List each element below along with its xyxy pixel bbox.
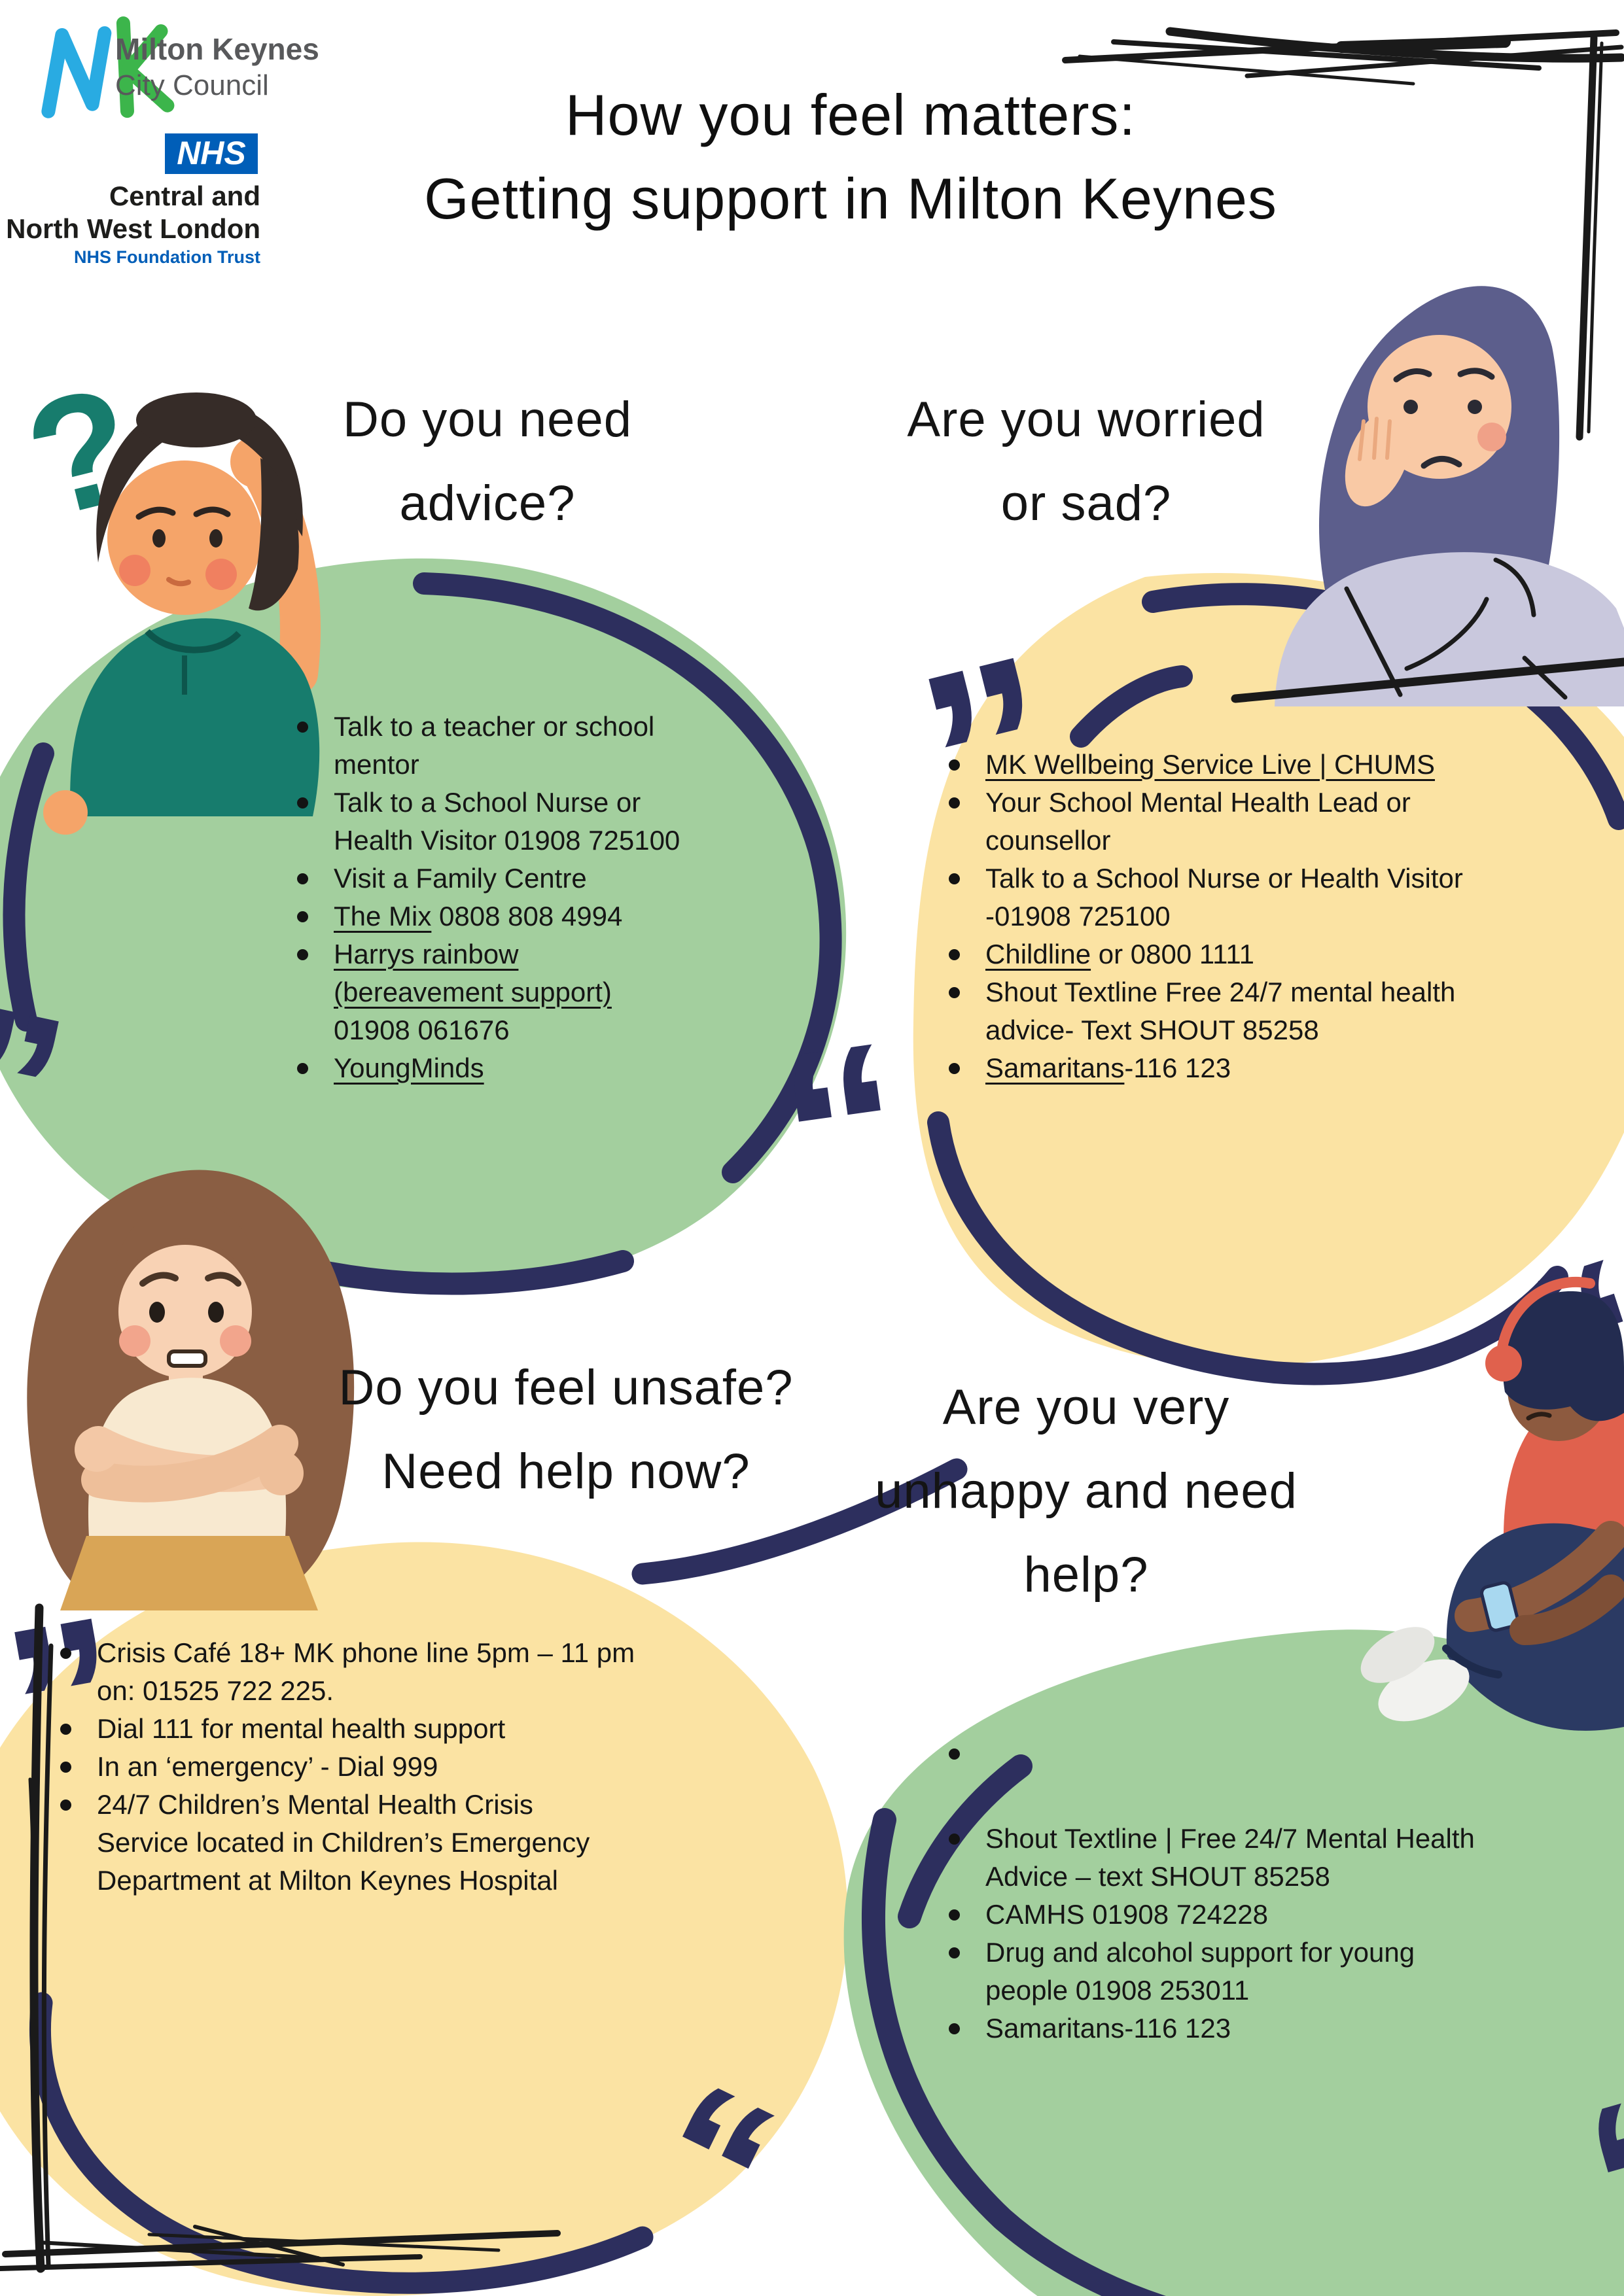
thinking-boy-illustration: ? [10,351,321,835]
link-text[interactable]: Childline [985,939,1091,969]
nhs-logo: NHS [165,133,258,174]
yellow-blob-unsafe [0,1458,968,2296]
list-text: Department at Milton Keynes Hospital [97,1865,558,1896]
heading-line: Do you feel unsafe? [338,1360,794,1416]
list-text: Shout Textline Free 24/7 mental health [985,977,1456,1007]
sketch-desk-line [1231,657,1624,703]
list-text: or 0800 1111 [1091,939,1254,969]
list-text: on: 01525 722 225. [97,1675,334,1706]
list-item [945,1735,1612,1773]
list-text: 01908 061676 [334,1015,510,1045]
heading-line: help? [1023,1547,1149,1603]
list-item: Samaritans-116 123 [945,1049,1624,1087]
list-text: -116 123 [1124,1052,1231,1083]
list-text: 24/7 Children’s Mental Health Crisis [97,1789,533,1820]
list-text: 0808 808 4994 [431,901,623,931]
list-text: Shout Textline | Free 24/7 Mental Health [985,1823,1475,1854]
section-unhappy-heading: Are you very unhappy and need help? [828,1366,1345,1617]
page-title: How you feel matters: Getting support in… [314,73,1387,241]
link-text[interactable]: YoungMinds [334,1052,484,1083]
heading-line: or sad? [1000,476,1172,531]
list-text: Visit a Family Centre [334,863,587,894]
list-text: Advice – text SHOUT 85258 [985,1861,1330,1892]
heading-line: Are you very [942,1380,1230,1435]
heading-line: Need help now? [381,1444,750,1499]
list-text: Your School Mental Health Lead or [985,787,1411,818]
section-worried-heading: Are you worried or sad? [841,378,1332,546]
sketch-line-right [1576,34,1604,441]
list-item: CAMHS 01908 724228 [945,1896,1612,1934]
list-text: counsellor [985,825,1111,856]
list-text: Drug and alcohol support for young [985,1937,1415,1968]
page-title-line2: Getting support in Milton Keynes [424,166,1277,231]
list-text: mentor [334,749,419,780]
list-item: Visit a Family Centre [293,860,790,897]
list-item: MK Wellbeing Service Live | CHUMS [945,746,1624,784]
list-text: Samaritans-116 123 [985,2013,1231,2044]
link-text[interactable]: (bereavement support) [334,977,612,1007]
list-item: Shout Textline | Free 24/7 Mental Health… [945,1820,1612,1896]
list-text: Service located in Children’s Emergency [97,1827,590,1858]
list-item: YoungMinds [293,1049,790,1087]
list-text: people 01908 253011 [985,1975,1250,2006]
list-text: Talk to a School Nurse or [334,787,641,818]
list-item: Your School Mental Health Lead or counsel… [945,784,1624,860]
link-text[interactable]: Harrys rainbow [334,939,519,969]
list-text: Health Visitor 01908 725100 [334,825,680,856]
list-text: -01908 725100 [985,901,1171,931]
list-item: Samaritans-116 123 [945,2009,1612,2047]
list-item: Drug and alcohol support for young people… [945,1934,1612,2009]
sketch-border-top-right [1062,27,1624,86]
council-logo-subtitle: City Council [115,69,269,101]
list-item: Crisis Café 18+ MK phone line 5pm – 11 p… [56,1634,802,1710]
green-blob-unhappy [843,1629,1624,2296]
list-item: The Mix 0808 808 4994 [293,897,790,935]
council-logo-name: Milton Keynes [115,32,319,66]
link-text[interactable]: The Mix [334,901,432,931]
list-text: advice- Text SHOUT 85258 [985,1015,1319,1045]
heading-line: advice? [399,476,576,531]
section-unsafe-heading: Do you feel unsafe? Need help now? [262,1346,870,1514]
page-title-line1: How you feel matters: [565,82,1136,147]
section-advice-heading: Do you need advice? [242,378,733,546]
list-text: Crisis Café 18+ MK phone line 5pm – 11 p… [97,1637,635,1668]
sketch-border-left [28,1603,54,2273]
heading-line: Are you worried [907,392,1265,447]
list-text: CAMHS 01908 724228 [985,1899,1268,1930]
unsafe-list: Crisis Café 18+ MK phone line 5pm – 11 p… [56,1634,802,1900]
list-item: In an ‘emergency’ - Dial 999 [56,1748,802,1786]
mk-logo-icon [41,16,175,118]
list-text: Talk to a teacher or school [334,711,655,742]
list-text: Dial 111 for mental health support [97,1713,506,1744]
list-text: In an ‘emergency’ - Dial 999 [97,1751,438,1782]
worried-woman-illustration [27,1170,355,1610]
list-text: Talk to a School Nurse or Health Visitor [985,863,1463,894]
nhs-logo-line1: Central and [109,181,260,211]
nhs-logo-line3: NHS Foundation Trust [74,247,260,267]
list-item: Talk to a School Nurse or Health Visitor … [293,784,790,860]
list-item: Shout Textline Free 24/7 mental health ad… [945,973,1624,1049]
unhappy-list: Shout Textline | Free 24/7 Mental Health… [945,1735,1612,2047]
sketch-border-bottom [0,2225,561,2271]
list-item: Dial 111 for mental health support [56,1710,802,1748]
link-text[interactable]: MK Wellbeing Service Live | CHUMS [985,749,1436,780]
worried-list: MK Wellbeing Service Live | CHUMS Your Sc… [945,746,1624,1087]
list-item: Harrys rainbow (bereavement support) 01908… [293,935,790,1049]
heading-line: Do you need [343,392,632,447]
list-item: Talk to a teacher or school mentor [293,708,790,784]
nhs-logo-line2: North West London [6,213,260,244]
yellow-blob-worried [913,573,1624,1385]
list-item: Talk to a School Nurse or Health Visitor… [945,860,1624,935]
sad-teen-illustration [1360,1276,1624,1731]
link-text[interactable]: Samaritans [985,1052,1125,1083]
list-item: Childline or 0800 1111 [945,935,1624,973]
heading-line: unhappy and need [875,1463,1297,1519]
